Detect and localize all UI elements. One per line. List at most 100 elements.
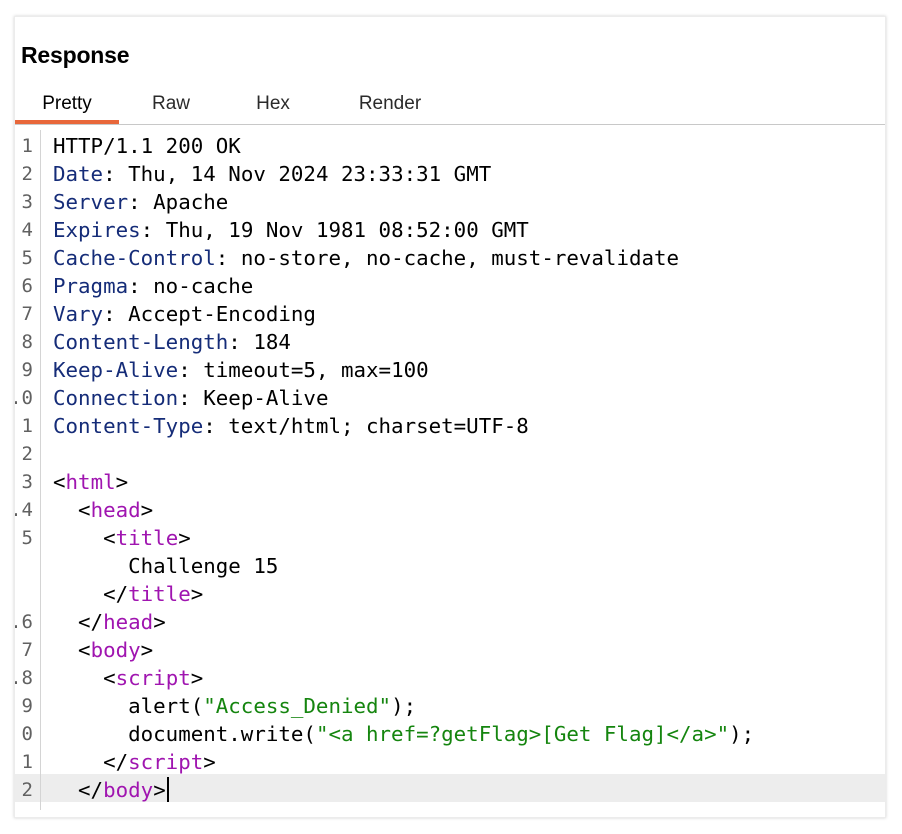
tag-name: body: [90, 638, 141, 662]
line-number: .0: [15, 387, 33, 409]
code-line: Keep-Alive: timeout=5, max=100: [53, 356, 429, 384]
tag-bracket: >: [190, 582, 204, 606]
tag-bracket: </: [53, 778, 104, 802]
tag-bracket: >: [153, 778, 166, 802]
line-number: 6: [21, 275, 33, 297]
header-name: Server: [53, 190, 129, 214]
tag-name: head: [103, 610, 154, 634]
panel-title: Response: [21, 42, 130, 68]
view-tabs: Pretty Raw Hex Render: [15, 89, 885, 125]
header-value: : Keep-Alive: [178, 386, 329, 410]
tag-bracket: </: [53, 750, 129, 774]
text-cursor: [166, 777, 169, 802]
header-name: Pragma: [53, 274, 129, 298]
code-line: <body>: [53, 636, 153, 664]
line-number: 4: [21, 219, 33, 241]
code-line: <html>: [53, 468, 128, 496]
code-line: Content-Length: 184: [53, 328, 291, 356]
tag-name: title: [128, 582, 191, 606]
line-number: 9: [21, 359, 33, 381]
tag-bracket: >: [115, 470, 129, 494]
header-value: : Thu, 14 Nov 2024 23:33:31 GMT: [103, 162, 492, 186]
tag-bracket: >: [178, 526, 191, 550]
line-number: 5: [21, 527, 33, 549]
code-line: Expires: Thu, 19 Nov 1981 08:52:00 GMT: [53, 216, 529, 244]
js-string: "<a href=?getFlag>[Get Flag]</a>": [315, 722, 730, 746]
tab-hex[interactable]: Hex: [256, 93, 290, 114]
plain-text: HTTP/1.1 200 OK: [53, 134, 241, 158]
header-value: : text/html; charset=UTF-8: [203, 414, 529, 438]
line-number: 7: [21, 303, 33, 325]
header-name: Expires: [53, 218, 141, 242]
tag-name: head: [90, 498, 141, 522]
tag-bracket: >: [190, 666, 204, 690]
line-number: 1: [21, 751, 33, 773]
tag-bracket: <: [53, 526, 116, 550]
line-number: 1: [21, 415, 33, 437]
line-number: 3: [21, 471, 33, 493]
header-value: : Thu, 19 Nov 1981 08:52:00 GMT: [140, 218, 529, 242]
header-name: Date: [53, 162, 104, 186]
line-number: 2: [21, 163, 33, 185]
tag-bracket: >: [203, 750, 216, 774]
js-string: "Access_Denied": [203, 694, 392, 718]
tag-bracket: <: [53, 470, 66, 494]
header-value: : 184: [228, 330, 291, 354]
header-name: Content-Length: [53, 330, 229, 354]
tag-bracket: <: [53, 666, 116, 690]
code-line: Server: Apache: [53, 188, 228, 216]
code-line: Vary: Accept-Encoding: [53, 300, 316, 328]
code-line: Date: Thu, 14 Nov 2024 23:33:31 GMT: [53, 160, 491, 188]
header-value: : no-store, no-cache, must-revalidate: [215, 246, 680, 270]
tag-bracket: </: [53, 582, 129, 606]
current-line-highlight: [15, 774, 885, 802]
tag-name: script: [128, 750, 204, 774]
line-number: .8: [15, 667, 33, 689]
js-code: document.write(: [53, 722, 316, 746]
tag-bracket: </: [53, 610, 104, 634]
js-code: );: [391, 694, 417, 718]
code-line: <head>: [53, 496, 153, 524]
tab-raw[interactable]: Raw: [151, 93, 190, 114]
tag-bracket: >: [140, 638, 154, 662]
header-name: Content-Type: [53, 414, 204, 438]
code-line: Cache-Control: no-store, no-cache, must-…: [53, 244, 679, 272]
code-line: Connection: Keep-Alive: [53, 384, 328, 412]
line-number: 3: [21, 191, 33, 213]
js-code: alert(: [53, 694, 204, 718]
line-number: .4: [15, 499, 33, 521]
tag-bracket: >: [140, 498, 154, 522]
code-line: alert("Access_Denied");: [53, 692, 416, 720]
tab-render[interactable]: Render: [358, 93, 422, 114]
header-value: : Apache: [128, 190, 229, 214]
header-name: Vary: [53, 302, 104, 326]
line-number: 1: [21, 135, 33, 157]
header-value: : timeout=5, max=100: [178, 358, 429, 382]
line-number: 7: [21, 639, 33, 661]
tag-name: script: [115, 666, 191, 690]
header-value: : Accept-Encoding: [103, 302, 316, 326]
header-name: Cache-Control: [53, 246, 216, 270]
code-line: </head>: [53, 608, 166, 636]
line-number: 2: [21, 443, 33, 465]
code-line: Challenge 15: [53, 552, 278, 580]
tag-name: title: [115, 526, 179, 550]
code-line: Pragma: no-cache: [53, 272, 253, 300]
line-number: 9: [21, 695, 33, 717]
header-name: Connection: [53, 386, 179, 410]
code-line: </title>: [53, 580, 203, 608]
line-number: 0: [21, 723, 33, 745]
tag-name: html: [65, 470, 116, 494]
tag-bracket: >: [153, 610, 166, 634]
header-name: Keep-Alive: [53, 358, 179, 382]
code-line: <title>: [53, 524, 191, 552]
code-line: </body>: [53, 776, 169, 804]
code-line: Content-Type: text/html; charset=UTF-8: [53, 412, 529, 440]
tag-bracket: <: [53, 498, 91, 522]
line-number: 2: [21, 779, 33, 801]
line-number: .6: [15, 611, 33, 633]
plain-text: Challenge 15: [53, 554, 279, 578]
tab-pretty[interactable]: Pretty: [15, 89, 119, 124]
